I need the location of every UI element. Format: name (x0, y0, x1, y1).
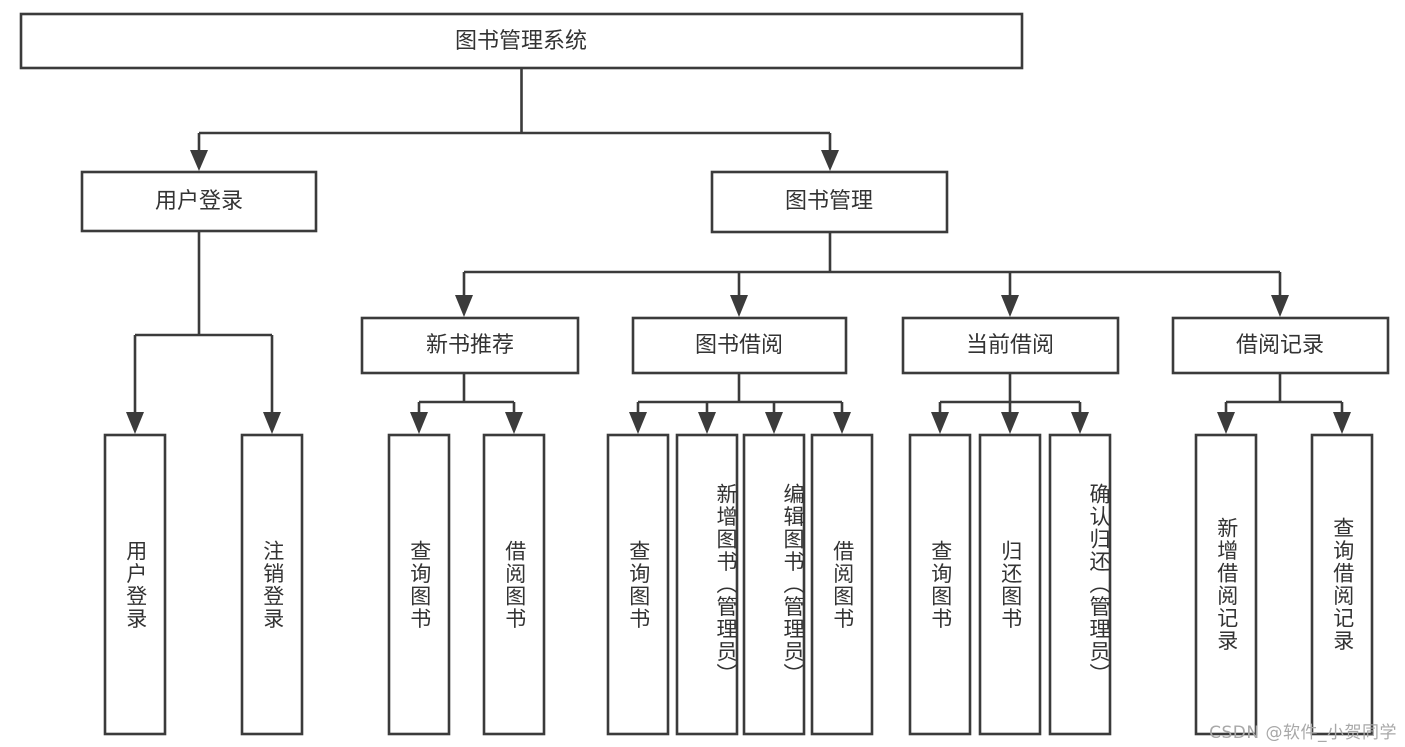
node-user-login-label: 用户登录 (155, 189, 243, 214)
leaf-recommend-1[interactable] (387, 433, 451, 736)
node-current-borrow[interactable] (901, 316, 1120, 375)
leaf-record-2[interactable] (1310, 433, 1374, 736)
nodes-layer: 图书管理系统 用户登录 图书管理 新书推荐 图书借阅 当前借阅 借阅记录 (19, 12, 1390, 736)
leaf-borrow-1[interactable] (606, 433, 670, 736)
leaf-borrow-3[interactable] (742, 433, 806, 736)
leaf-current-3[interactable] (1048, 433, 1112, 736)
arrow-current-leaf-1 (931, 412, 949, 434)
node-borrow-record[interactable] (1171, 316, 1390, 375)
leaf-recommend-2[interactable] (482, 433, 546, 736)
leaf-record-1[interactable] (1194, 433, 1258, 736)
node-borrow-record-label: 借阅记录 (1236, 333, 1324, 358)
arrow-to-book-management (821, 150, 839, 171)
arrow-to-book-borrow (730, 295, 748, 317)
arrow-to-current-borrow (1001, 295, 1019, 317)
leaf-current-1[interactable] (908, 433, 972, 736)
arrow-to-borrow-record (1271, 295, 1289, 317)
arrow-borrow-leaf-2 (698, 412, 716, 434)
arrow-borrow-leaf-1 (629, 412, 647, 434)
arrow-recommend-leaf-2 (505, 412, 523, 434)
arrow-borrow-leaf-3 (765, 412, 783, 434)
leaf-current-2[interactable] (978, 433, 1042, 736)
leaf-borrow-4[interactable] (810, 433, 874, 736)
arrow-recommend-leaf-1 (410, 412, 428, 434)
node-root[interactable] (19, 12, 1024, 70)
arrow-record-leaf-2 (1333, 412, 1351, 434)
node-user-login[interactable] (80, 170, 318, 233)
arrow-current-leaf-2 (1001, 412, 1019, 434)
leaf-user-login-2[interactable] (240, 433, 304, 736)
arrow-record-leaf-1 (1217, 412, 1235, 434)
node-new-book-recommend-label: 新书推荐 (426, 333, 514, 358)
node-book-borrow-label: 图书借阅 (695, 333, 783, 358)
node-current-borrow-label: 当前借阅 (966, 333, 1054, 358)
arrow-to-leaf-logout (263, 412, 281, 434)
arrow-to-user-login (190, 150, 208, 171)
arrow-current-leaf-3 (1071, 412, 1089, 434)
csdn-watermark: CSDN @软件_小贺同学 (1209, 723, 1397, 743)
node-book-management-label: 图书管理 (785, 189, 873, 214)
edges-layer (126, 68, 1351, 434)
leaf-user-login-1[interactable] (103, 433, 167, 736)
arrow-borrow-leaf-4 (833, 412, 851, 434)
node-new-book-recommend[interactable] (360, 316, 580, 375)
node-book-management[interactable] (710, 170, 949, 234)
node-book-borrow[interactable] (631, 316, 848, 375)
node-root-label: 图书管理系统 (455, 29, 587, 54)
arrow-to-new-book-recommend (455, 295, 473, 317)
arrow-to-leaf-user-login (126, 412, 144, 434)
leaf-borrow-2[interactable] (675, 433, 739, 736)
